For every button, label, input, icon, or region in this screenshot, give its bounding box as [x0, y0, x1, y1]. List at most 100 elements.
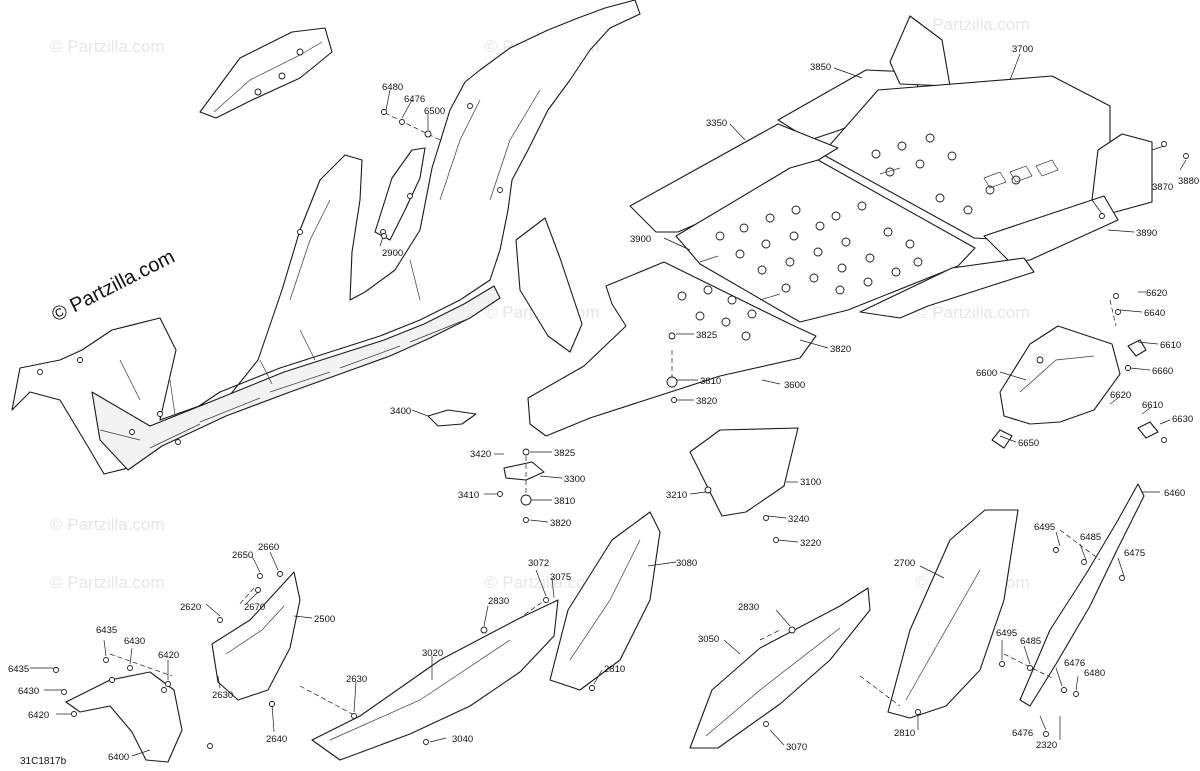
callout-2650: 2650	[232, 550, 253, 561]
callout-3020: 3020	[422, 648, 443, 659]
callout-3400: 3400	[390, 406, 411, 417]
callout-3300: 3300	[564, 474, 585, 485]
side-panel-part	[515, 217, 583, 353]
side-frame-part	[11, 0, 641, 475]
callout-3220: 3220	[800, 538, 821, 549]
callout-2810: 2810	[894, 728, 915, 739]
leader-lines	[30, 53, 1187, 757]
callout-3075: 3075	[550, 572, 571, 583]
callout-3700: 3700	[1012, 44, 1033, 55]
callout-3040: 3040	[452, 734, 473, 745]
fender-6600-part	[991, 325, 1159, 449]
callout-6600: 6600	[976, 368, 997, 379]
callout-3810: 3810	[554, 496, 575, 507]
callout-3825: 3825	[696, 330, 717, 341]
callout-3350: 3350	[706, 118, 727, 129]
callout-labels: 6480 6476 6500 2900 3850 3700 3350 3870 …	[8, 44, 1199, 763]
callout-2810: 2810	[604, 664, 625, 675]
callout-3810: 3810	[700, 376, 721, 387]
callout-3410: 3410	[458, 490, 479, 501]
callout-6630: 6630	[1172, 414, 1193, 425]
callout-6495: 6495	[1034, 522, 1055, 533]
callout-3820: 3820	[696, 396, 717, 407]
callout-3600: 3600	[784, 380, 805, 391]
assembly-lines	[109, 112, 1117, 717]
callout-3070: 3070	[786, 742, 807, 753]
floor-panels	[527, 15, 1153, 437]
callout-3820: 3820	[550, 518, 571, 529]
floor-holes	[677, 133, 1021, 341]
callout-6476: 6476	[1012, 728, 1033, 739]
callout-2670: 2670	[244, 602, 265, 613]
callout-2700: 2700	[894, 558, 915, 569]
watermark: © Partzilla.com	[485, 573, 600, 592]
bracket-3400-part	[427, 409, 545, 481]
callout-6610: 6610	[1142, 400, 1163, 411]
callout-2830: 2830	[488, 596, 509, 607]
callout-2640: 2640	[266, 734, 287, 745]
callout-3240: 3240	[788, 514, 809, 525]
watermark: © Partzilla.com	[50, 37, 165, 56]
fasteners	[53, 109, 1189, 749]
top-cover-part	[199, 27, 333, 119]
callout-3050: 3050	[698, 634, 719, 645]
callout-6500: 6500	[424, 106, 445, 117]
callout-6650: 6650	[1018, 438, 1039, 449]
callout-6400: 6400	[108, 752, 129, 763]
callout-2660: 2660	[258, 542, 279, 553]
callout-3870: 3870	[1152, 182, 1173, 193]
fender-6400-part	[65, 671, 183, 763]
callout-2830: 2830	[738, 602, 759, 613]
callout-6495: 6495	[996, 628, 1017, 639]
watermark: © Partzilla.com	[915, 15, 1030, 34]
callout-2320: 2320	[1036, 740, 1057, 751]
callout-3210: 3210	[666, 490, 687, 501]
watermark: © Partzilla.com	[50, 515, 165, 534]
diagram-code: 31C1817b	[20, 756, 67, 767]
callout-6640: 6640	[1144, 308, 1165, 319]
callout-6430: 6430	[18, 686, 39, 697]
callout-6475: 6475	[1124, 548, 1145, 559]
callout-6435: 6435	[96, 625, 117, 636]
rail-6460-part	[1019, 483, 1145, 707]
callout-6610: 6610	[1160, 340, 1181, 351]
callout-6620: 6620	[1110, 390, 1131, 401]
cover-3100-part	[689, 427, 799, 517]
callout-2630: 2630	[212, 690, 233, 701]
partzilla-logo-text: © Partzilla.com	[48, 246, 178, 327]
callout-6476: 6476	[404, 94, 425, 105]
callout-2620: 2620	[180, 602, 201, 613]
watermark: © Partzilla.com	[50, 573, 165, 592]
callout-2500: 2500	[314, 614, 335, 625]
callout-6460: 6460	[1164, 488, 1185, 499]
callout-6660: 6660	[1152, 366, 1173, 377]
callout-3880: 3880	[1178, 176, 1199, 187]
mudguard-2500-part	[211, 571, 301, 701]
callout-6485: 6485	[1080, 532, 1101, 543]
callout-6435: 6435	[8, 664, 29, 675]
callout-2630: 2630	[346, 674, 367, 685]
callout-2900: 2900	[382, 248, 403, 259]
callout-3890: 3890	[1136, 228, 1157, 239]
callout-6430: 6430	[124, 636, 145, 647]
callout-3072: 3072	[528, 558, 549, 569]
callout-3080: 3080	[676, 558, 697, 569]
callout-6485: 6485	[1020, 636, 1041, 647]
callout-3820: 3820	[830, 344, 851, 355]
callout-3900: 3900	[630, 234, 651, 245]
bracket-2900-part	[374, 147, 426, 241]
callout-3100: 3100	[800, 477, 821, 488]
door-3020-part	[311, 599, 559, 761]
callout-6476: 6476	[1064, 658, 1085, 669]
callout-6620: 6620	[1146, 288, 1167, 299]
door-3050-part	[689, 587, 871, 749]
callout-6480: 6480	[382, 82, 403, 93]
watermark: © Partzilla.com	[915, 303, 1030, 322]
door-2700-part	[887, 509, 1019, 719]
callout-3825: 3825	[554, 448, 575, 459]
door-3080-part	[549, 511, 661, 691]
callout-6420: 6420	[158, 650, 179, 661]
callout-3850: 3850	[810, 62, 831, 73]
callout-6420: 6420	[28, 710, 49, 721]
